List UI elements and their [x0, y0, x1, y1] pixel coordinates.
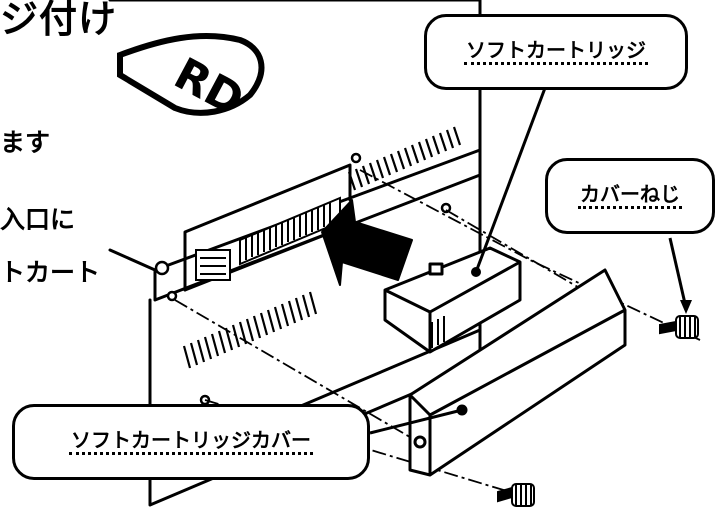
callout-soft-cartridge: ソフトカートリッジ [424, 14, 688, 90]
section-heading-fragment: ジ付け [0, 0, 118, 41]
device-logo: RD [117, 33, 265, 126]
instruction-text-line-3: トカート [0, 258, 101, 287]
callout-cartridge-cover: ソフトカートリッジカバー [12, 404, 370, 480]
edge-connector [195, 196, 341, 281]
callout-cover-screw-label: カバーねじ [578, 183, 682, 209]
callout-cover-screw: カバーねじ [545, 158, 715, 234]
cover-screw-bottom [497, 483, 535, 507]
callout-leader-dots [457, 267, 692, 415]
cover-screw-right [659, 315, 699, 339]
instruction-text-line-1: ます [0, 128, 51, 157]
callout-cartridge-cover-label: ソフトカートリッジカバー [69, 429, 313, 455]
front-vents [182, 126, 462, 369]
callout-leaders [369, 87, 688, 435]
device-screw-holes [154, 152, 452, 406]
callout-soft-cartridge-label: ソフトカートリッジ [464, 39, 648, 65]
cartridge-cover [408, 268, 627, 477]
soft-cartridge [383, 246, 522, 354]
instruction-text-line-2: 入口に [0, 205, 76, 234]
insert-direction-arrow [321, 199, 413, 286]
